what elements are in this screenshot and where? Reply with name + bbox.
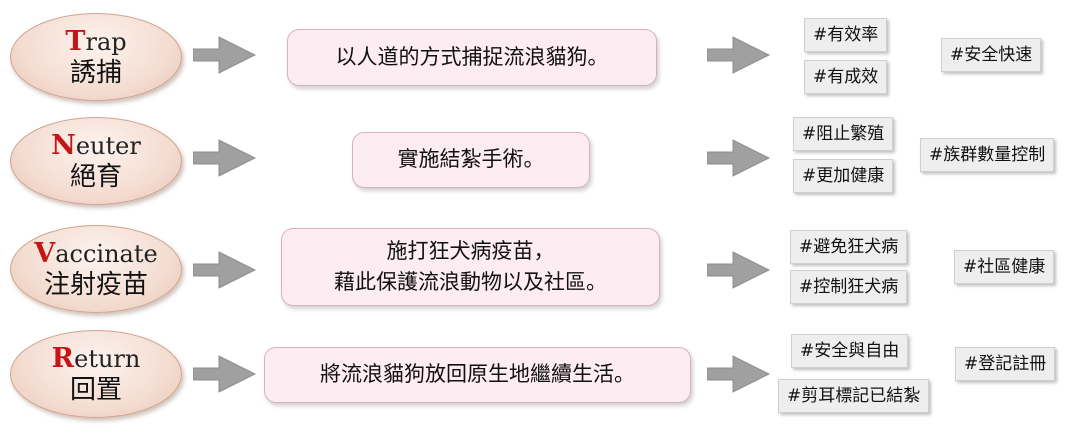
right-arrow-icon xyxy=(707,36,771,74)
right-arrow-icon xyxy=(193,139,257,177)
step-description-line: 以人道的方式捕捉流浪貓狗。 xyxy=(335,44,609,69)
step-chinese-name: 誘捕 xyxy=(69,57,122,88)
result-tag: #安全快速 xyxy=(941,38,1042,72)
step-english-rest: eturn xyxy=(74,344,141,373)
benefit-tag: #避免狂犬病 xyxy=(790,230,908,264)
step-english-name: Neuter xyxy=(51,131,141,161)
step-description-line: 實施結紮手術。 xyxy=(397,147,545,172)
right-arrow-icon xyxy=(193,36,257,74)
result-tag: #族群數量控制 xyxy=(920,138,1055,172)
step-english-rest: rap xyxy=(85,27,127,56)
step-chinese-name: 回置 xyxy=(69,374,122,405)
step-english-initial: T xyxy=(65,25,86,57)
benefit-tag: #剪耳標記已結紮 xyxy=(778,379,930,413)
step-oval-trap: Trap 誘捕 xyxy=(10,13,182,101)
result-tag: #社區健康 xyxy=(954,250,1055,284)
step-english-initial: R xyxy=(51,342,75,374)
right-arrow-icon xyxy=(707,355,771,393)
step-oval-vaccinate: Vaccinate 注射疫苗 xyxy=(10,225,182,313)
benefit-tag: #阻止繁殖 xyxy=(793,117,894,151)
step-description-box: 將流浪貓狗放回原生地繼續生活。 xyxy=(264,347,691,403)
right-arrow-icon xyxy=(707,251,771,289)
benefit-tag: #有成效 xyxy=(804,60,888,94)
benefit-tag: #有效率 xyxy=(804,18,888,52)
step-english-initial: V xyxy=(34,237,56,269)
benefit-tag: #更加健康 xyxy=(793,159,894,193)
right-arrow-icon xyxy=(193,251,257,289)
step-description-line: 將流浪貓狗放回原生地繼續生活。 xyxy=(320,362,635,387)
step-oval-neuter: Neuter 絕育 xyxy=(10,117,182,205)
step-english-name: Return xyxy=(52,344,141,374)
step-chinese-name: 絕育 xyxy=(69,161,122,192)
step-description-line: 藉此保護流浪動物以及社區。 xyxy=(334,270,607,294)
right-arrow-icon xyxy=(707,139,771,177)
result-tag: #登記註冊 xyxy=(955,347,1056,381)
step-description-line: 施打狂犬病疫苗， xyxy=(386,238,555,263)
step-row-vaccinate: Vaccinate 注射疫苗 施打狂犬病疫苗， 藉此保護流浪動物以及社區。 #避… xyxy=(0,218,1090,318)
step-row-neuter: Neuter 絕育 實施結紮手術。 #阻止繁殖 #更加健康 #族群數量控制 xyxy=(0,110,1090,210)
step-description-box: 施打狂犬病疫苗， 藉此保護流浪動物以及社區。 xyxy=(281,228,660,306)
step-english-initial: N xyxy=(51,129,76,161)
step-english-name: Trap xyxy=(65,27,126,57)
benefit-tag: #控制狂犬病 xyxy=(790,270,908,304)
step-description-box: 實施結紮手術。 xyxy=(352,132,590,188)
right-arrow-icon xyxy=(193,355,257,393)
step-chinese-name: 注射疫苗 xyxy=(43,269,148,300)
step-english-rest: accinate xyxy=(55,239,158,268)
step-row-return: Return 回置 將流浪貓狗放回原生地繼續生活。 #安全與自由 #剪耳標記已結… xyxy=(0,323,1090,423)
step-english-name: Vaccinate xyxy=(34,239,157,269)
benefit-tag: #安全與自由 xyxy=(791,334,909,368)
step-english-rest: euter xyxy=(75,131,141,160)
step-oval-return: Return 回置 xyxy=(10,330,182,418)
step-description-box: 以人道的方式捕捉流浪貓狗。 xyxy=(287,29,657,86)
step-row-trap: Trap 誘捕 以人道的方式捕捉流浪貓狗。 #有效率 #有成效 #安全快速 xyxy=(0,6,1090,106)
